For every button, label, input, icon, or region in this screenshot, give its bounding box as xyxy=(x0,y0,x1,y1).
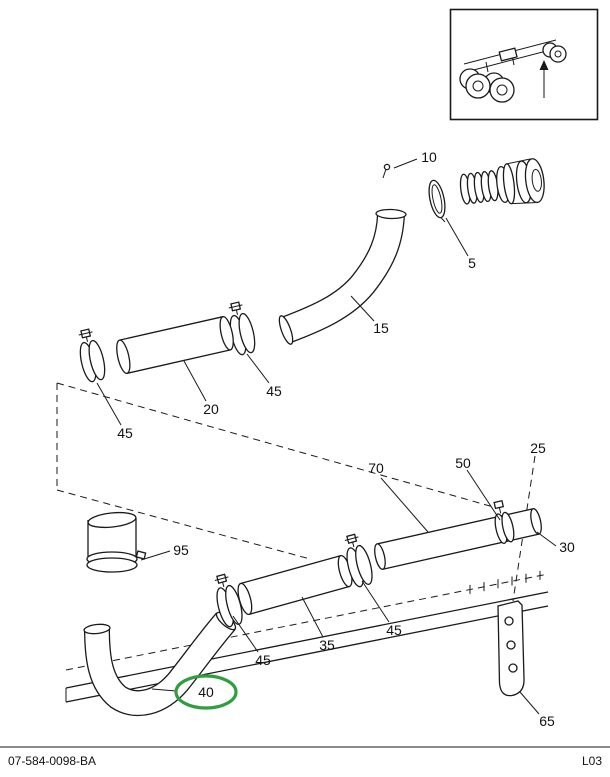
callout-25-label: 25 xyxy=(530,440,546,456)
bracket-hole xyxy=(508,663,518,673)
leader-line-15 xyxy=(350,295,375,322)
callout-65-label: 65 xyxy=(539,713,555,729)
callout-70-label: 70 xyxy=(368,460,384,476)
locator-inset xyxy=(449,8,599,121)
leader-line-65 xyxy=(519,691,540,715)
leader-line-45-upper-left xyxy=(96,382,122,426)
hose-clamp-45-upper-mid xyxy=(228,301,256,356)
callout-20-label: 20 xyxy=(203,401,219,417)
sleeve-top-opening xyxy=(87,511,137,529)
up-arrow-icon xyxy=(539,60,549,98)
callout-30-label: 30 xyxy=(559,539,575,555)
leader-line-30 xyxy=(536,531,557,547)
pipe-15-upper-opening xyxy=(375,208,407,220)
turbo-inlet-bellows xyxy=(459,158,545,205)
lower-hose-35 xyxy=(237,554,353,616)
callout-45-upper-left-label: 45 xyxy=(117,425,133,441)
callout-15-label: 15 xyxy=(373,320,389,336)
v-band-clamp-5 xyxy=(428,179,446,223)
inset-border xyxy=(449,8,599,121)
callout-5-label: 5 xyxy=(468,255,476,271)
callout-35-label: 35 xyxy=(319,637,335,653)
rail-tick-marks xyxy=(469,570,541,594)
leader-line-35 xyxy=(301,596,324,638)
callout-labels: 10 5 15 20 45 45 95 70 50 25 30 35 45 45… xyxy=(117,149,575,729)
highlight-ellipse-40 xyxy=(174,674,238,710)
doc-number: 07-584-0098-BA xyxy=(8,754,96,768)
bracket-hole xyxy=(506,640,516,650)
leader-lines xyxy=(96,158,557,715)
leader-line-45-lower-right xyxy=(361,580,390,623)
plane-bottom-edge xyxy=(56,489,311,560)
callout-45-lower-left-label: 45 xyxy=(255,652,271,668)
upper-hose-20 xyxy=(116,315,234,375)
page-code: L03 xyxy=(582,754,602,768)
sleeve-95 xyxy=(86,511,147,573)
upper-elbow-pipe-15 xyxy=(278,208,407,345)
hose-clamp-45-upper-left xyxy=(78,328,106,383)
truck-chassis-thumbnail-icon xyxy=(459,39,567,103)
plane-top-edge xyxy=(56,382,498,509)
leader-line-70 xyxy=(380,477,429,533)
callout-45-lower-right-label: 45 xyxy=(386,622,402,638)
leader-line-45-lower-left xyxy=(232,615,259,653)
callout-95-label: 95 xyxy=(173,542,189,558)
rail-bottom-line xyxy=(65,605,549,703)
leader-line-95 xyxy=(140,550,171,561)
sleeve-clamp-bolt xyxy=(135,550,147,560)
rail-top-line xyxy=(65,591,549,689)
callout-50-label: 50 xyxy=(455,455,471,471)
support-clamp-50 xyxy=(493,500,515,544)
footer: 07-584-0098-BA L03 xyxy=(0,746,610,768)
pipe-40-top-opening xyxy=(83,623,111,635)
callout-40-label: 40 xyxy=(198,684,214,700)
leader-line-50 xyxy=(466,469,501,521)
pipe-15-lower-opening xyxy=(278,315,294,345)
hose-clamp-45-lower-right xyxy=(344,533,373,588)
callout-45-upper-mid-label: 45 xyxy=(266,383,282,399)
leader-line-45-upper-mid xyxy=(246,353,270,384)
lower-elbow-pipe-40 xyxy=(83,611,237,717)
leader-line-10 xyxy=(393,158,418,169)
frame-rail xyxy=(65,570,549,703)
frame-dashed-line xyxy=(65,573,549,671)
bracket-hole xyxy=(504,616,514,626)
bolt-10 xyxy=(382,163,391,179)
leader-line-40 xyxy=(151,688,177,692)
support-bracket-65 xyxy=(497,600,525,697)
long-pipe-30 xyxy=(374,508,542,570)
callout-10-label: 10 xyxy=(421,149,437,165)
leader-line-20 xyxy=(183,360,207,402)
leader-line-5 xyxy=(445,217,469,257)
